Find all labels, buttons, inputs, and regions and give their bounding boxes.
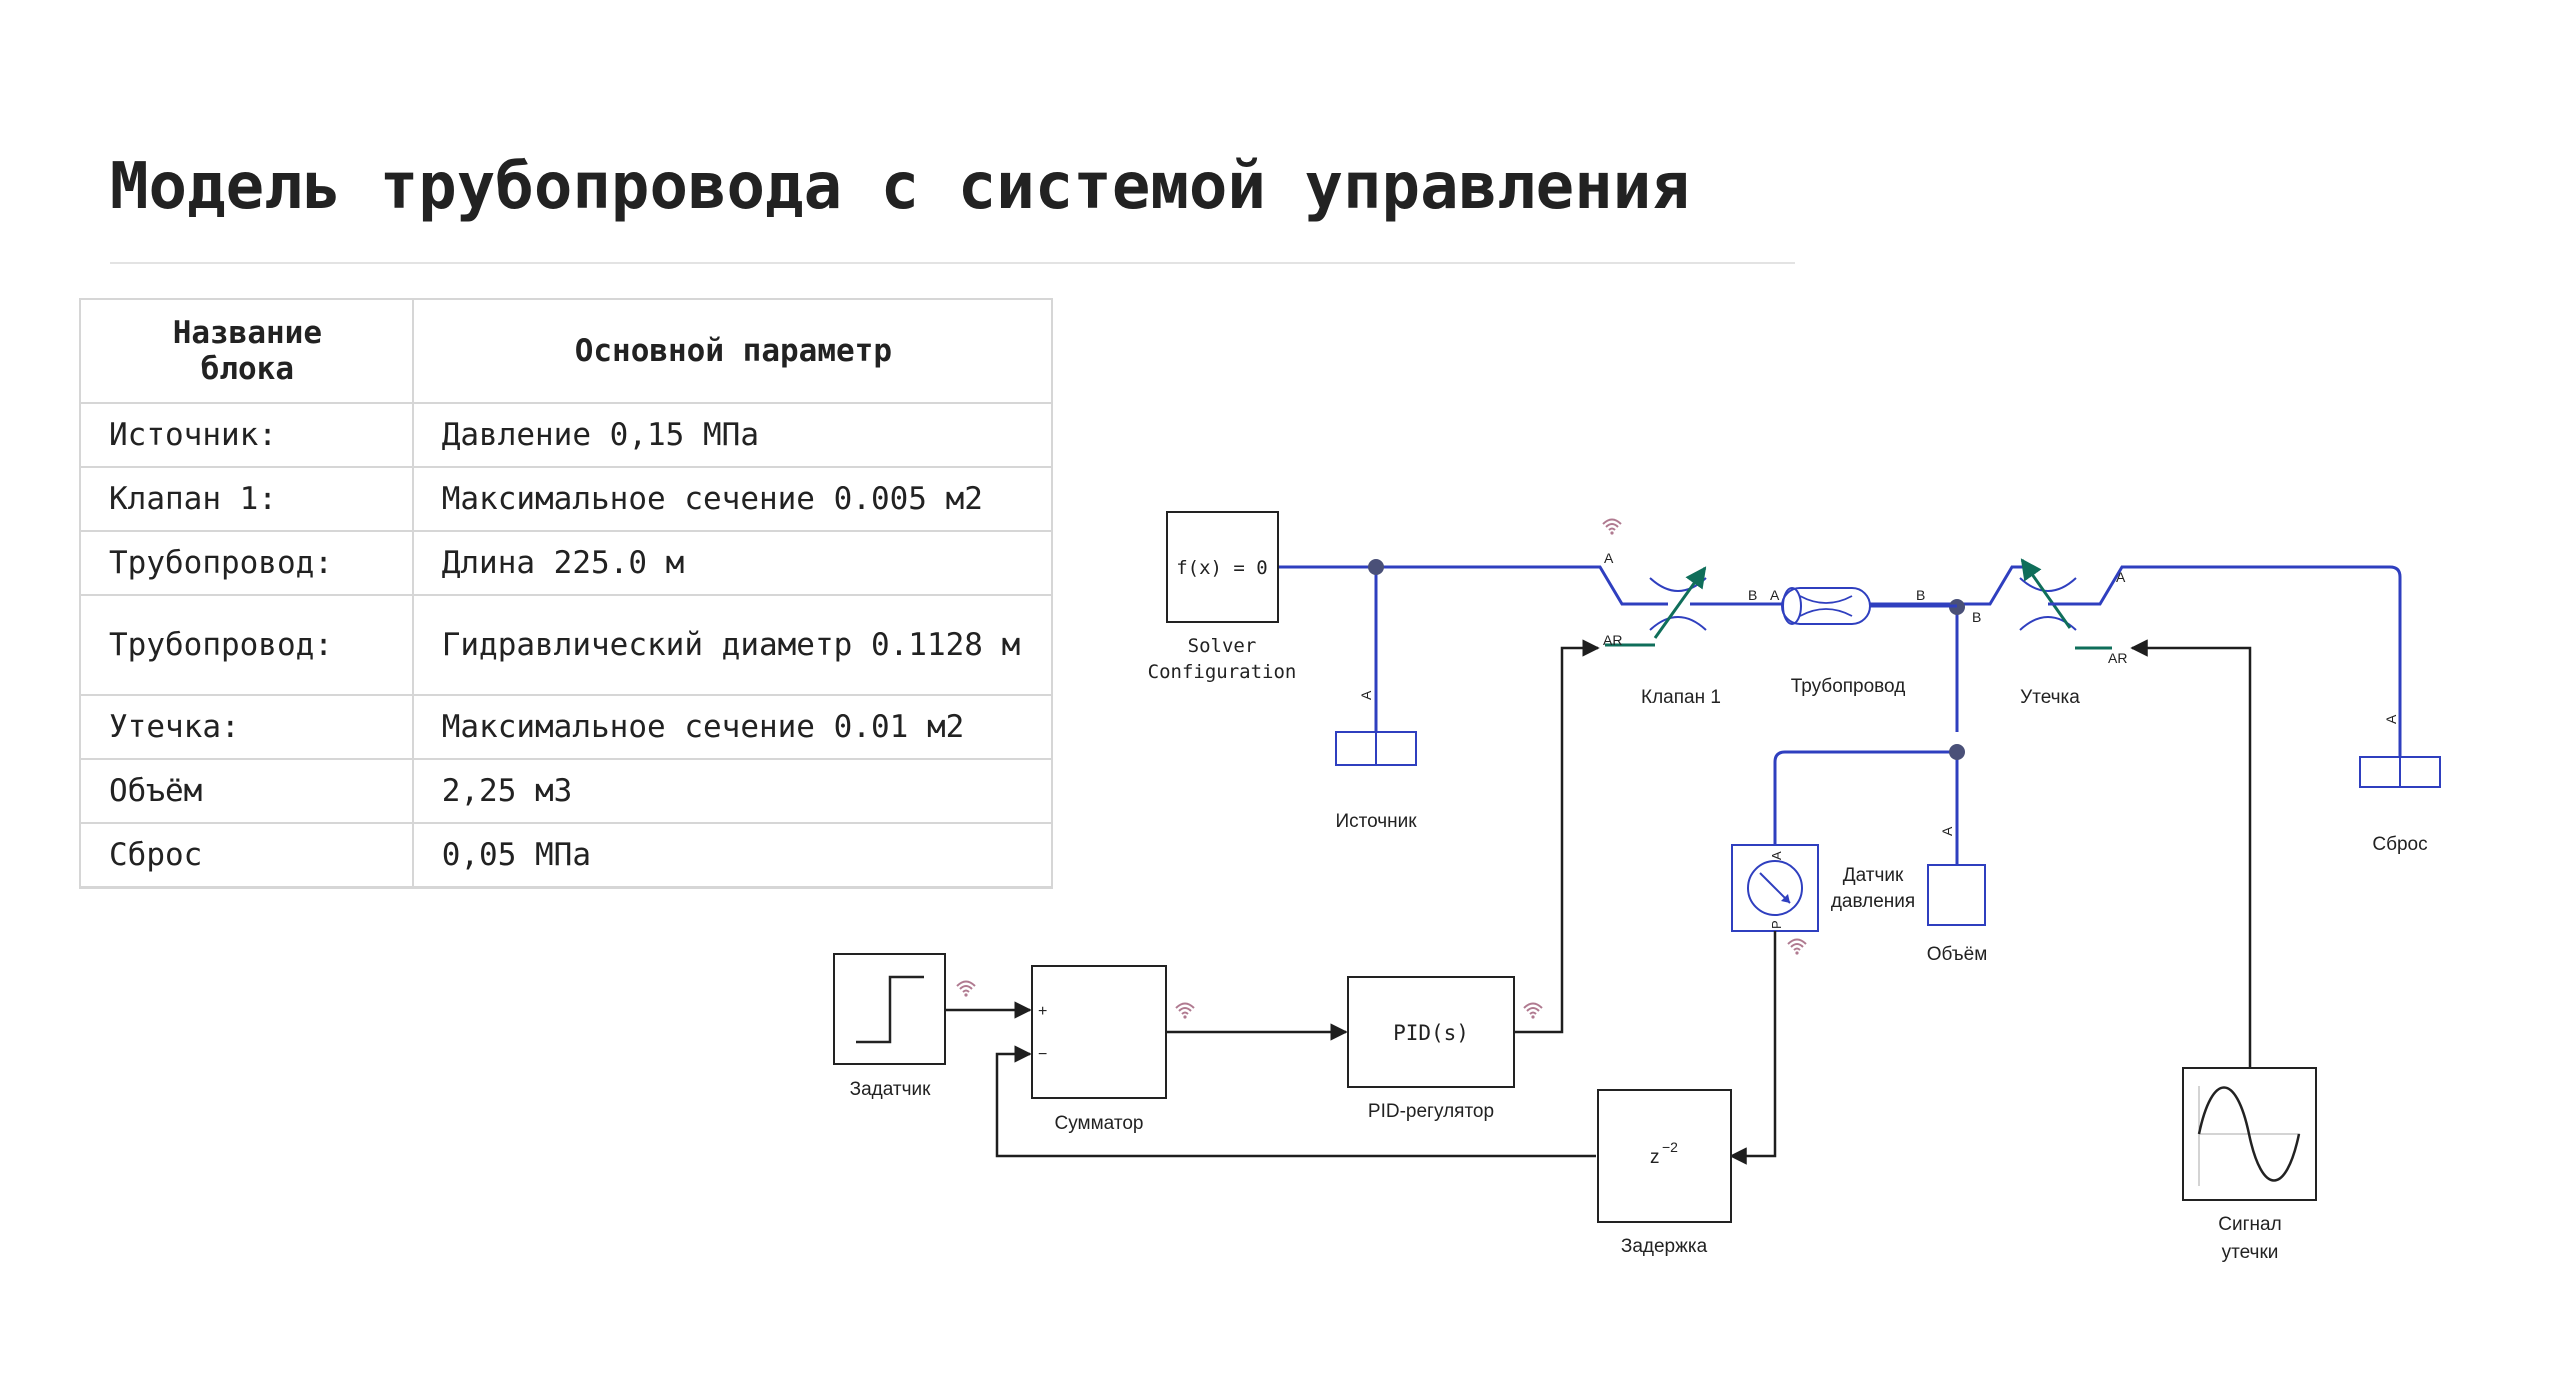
leak-block[interactable]: B A AR Утечка <box>1972 558 2127 708</box>
cell-block: Объём <box>79 758 414 824</box>
pipe-port-a: A <box>1770 587 1780 603</box>
summator-plus: + <box>1038 1003 1047 1020</box>
cell-block: Трубопровод: <box>79 594 414 696</box>
leak-port-b: B <box>1972 609 1981 625</box>
cell-block: Трубопровод: <box>79 530 414 596</box>
title-divider <box>110 262 1795 264</box>
page-title: Модель трубопровода с системой управлени… <box>110 150 1690 224</box>
cell-block: Сброс <box>79 822 414 889</box>
volume-port-a: A <box>1939 826 1955 836</box>
solver-configuration-block[interactable]: f(x) = 0 Solver Configuration <box>1148 511 1297 683</box>
junction-node <box>1949 744 1965 760</box>
valve1-port-a: A <box>1604 550 1614 566</box>
cell-param: Гидравлический диаметр 0.1128 м <box>411 594 1054 696</box>
signal-logging-icon <box>956 980 976 998</box>
solver-equation: f(x) = 0 <box>1176 557 1268 579</box>
solver-label-line1: Solver <box>1188 635 1257 657</box>
table-row: Клапан 1:Максимальное сечение 0.005 м2 <box>79 466 1054 532</box>
leak-signal-block[interactable]: Сигнал утечки <box>2182 1067 2317 1263</box>
signal-logging-icon <box>1787 938 1807 956</box>
drain-block[interactable]: A Сброс <box>2359 714 2441 855</box>
table-row: Трубопровод:Гидравлический диаметр 0.112… <box>79 594 1054 696</box>
drain-port-a: A <box>2383 714 2399 724</box>
pipe-block[interactable]: A B Трубопровод <box>1770 587 1925 697</box>
pid-label: PID-регулятор <box>1368 1101 1494 1122</box>
sensor-label-line1: Датчик <box>1843 865 1904 886</box>
cell-block: Утечка: <box>79 694 414 760</box>
cell-param: Максимальное сечение 0.01 м2 <box>411 694 1054 760</box>
header-block-name: Название блока <box>79 298 414 404</box>
pressure-sensor-block[interactable]: A P Датчик давления <box>1731 844 1915 932</box>
drain-label: Сброс <box>2372 834 2427 855</box>
pid-text: PID(s) <box>1393 1021 1469 1045</box>
sensor-label-line2: давления <box>1831 891 1915 912</box>
signal-logging-icon <box>1523 1002 1543 1020</box>
valve1-label: Клапан 1 <box>1641 687 1721 708</box>
valve1-port-b: B <box>1748 587 1757 603</box>
delay-block[interactable]: z −2 Задержка <box>1597 1089 1732 1257</box>
delay-text: z <box>1650 1147 1660 1168</box>
table-row: Трубопровод:Длина 225.0 м <box>79 530 1054 596</box>
physical-connections <box>1278 565 2402 865</box>
cell-param: 2,25 м3 <box>411 758 1054 824</box>
sensor-port-a: A <box>1769 851 1784 860</box>
pipe-port-b: B <box>1916 587 1925 603</box>
table-row: Утечка:Максимальное сечение 0.01 м2 <box>79 694 1054 760</box>
delay-exponent: −2 <box>1662 1139 1678 1155</box>
cell-param: Длина 225.0 м <box>411 530 1054 596</box>
leak-signal-label-line2: утечки <box>2222 1242 2279 1263</box>
cell-param: Максимальное сечение 0.005 м2 <box>411 466 1054 532</box>
summator-label: Сумматор <box>1055 1113 1144 1134</box>
volume-block[interactable]: A Объём <box>1927 826 1988 965</box>
table-header-row: Название блока Основной параметр <box>79 298 1054 404</box>
cell-param: Давление 0,15 МПа <box>411 402 1054 468</box>
solver-label-line2: Configuration <box>1148 661 1297 683</box>
signal-logging-icon <box>1602 518 1622 536</box>
signal-logging-icon <box>1175 1002 1195 1020</box>
header-main-param: Основной параметр <box>411 298 1054 404</box>
signal-connections <box>946 639 2252 1165</box>
valve1-port-ar: AR <box>1603 632 1622 648</box>
pid-controller-block[interactable]: PID(s) PID-регулятор <box>1347 976 1515 1122</box>
source-port-a: A <box>1358 690 1374 700</box>
sensor-port-p: P <box>1769 920 1784 929</box>
setpoint-step-block[interactable]: Задатчик <box>833 953 946 1100</box>
summator-minus: − <box>1038 1046 1047 1063</box>
parameters-table: Название блока Основной параметр Источни… <box>79 298 1054 889</box>
pipe-label: Трубопровод <box>1791 676 1906 697</box>
junction-node <box>1368 559 1384 575</box>
leak-port-a: A <box>2116 569 2126 585</box>
cell-param: 0,05 МПа <box>411 822 1054 889</box>
valve-1-block[interactable]: A B AR Клапан 1 <box>1603 550 1757 708</box>
leak-port-ar: AR <box>2108 650 2127 666</box>
delay-label: Задержка <box>1621 1236 1708 1257</box>
cell-block: Источник: <box>79 402 414 468</box>
summator-block[interactable]: + − Сумматор <box>1031 965 1167 1134</box>
table-row: Источник:Давление 0,15 МПа <box>79 402 1054 468</box>
source-block[interactable]: A Источник <box>1335 690 1417 832</box>
setpoint-label: Задатчик <box>850 1079 931 1100</box>
cell-block: Клапан 1: <box>79 466 414 532</box>
source-label: Источник <box>1335 811 1417 832</box>
leak-label: Утечка <box>2020 687 2080 708</box>
leak-signal-label-line1: Сигнал <box>2218 1214 2281 1235</box>
volume-label: Объём <box>1927 944 1988 965</box>
